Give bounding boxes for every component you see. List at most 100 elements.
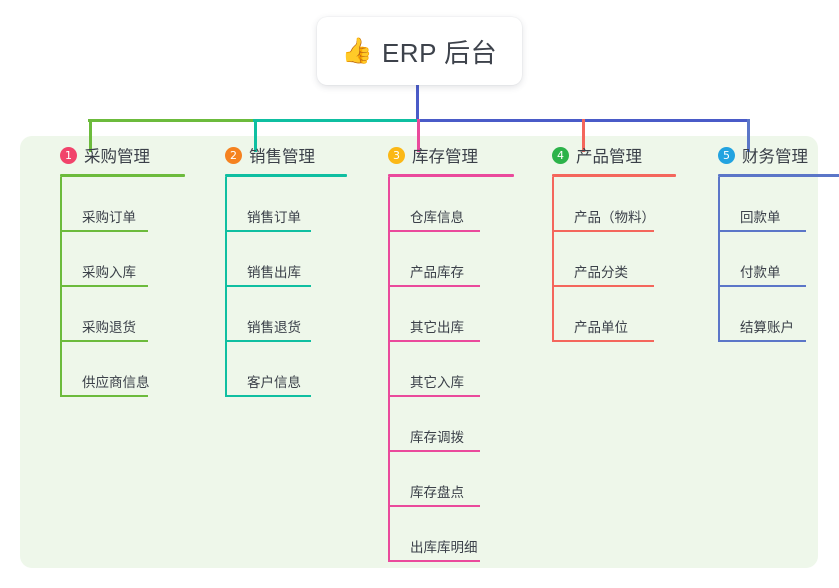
list-item[interactable]: 采购入库 bbox=[60, 232, 185, 287]
column-item-list: 回款单付款单结算账户 bbox=[718, 177, 839, 342]
item-connector-stem bbox=[388, 232, 390, 287]
column-title: 产品管理 bbox=[576, 148, 642, 166]
list-item-label: 销售退货 bbox=[247, 320, 301, 335]
column-item-list: 仓库信息产品库存其它出库其它入库库存调拨库存盘点出库库明细 bbox=[388, 177, 514, 562]
item-connector-stem bbox=[718, 177, 720, 232]
thumbs-up-icon: 👍 bbox=[341, 36, 373, 65]
column-underline bbox=[225, 174, 347, 177]
item-underline bbox=[60, 395, 148, 397]
column-title: 财务管理 bbox=[742, 148, 808, 166]
column-header-5[interactable]: 5 财务管理 bbox=[698, 136, 839, 174]
item-underline bbox=[388, 285, 480, 287]
item-connector-stem bbox=[60, 342, 62, 397]
list-item[interactable]: 库存盘点 bbox=[388, 452, 514, 507]
item-connector-stem bbox=[225, 287, 227, 342]
root-node-erp-backend[interactable]: 👍 ERP 后台 bbox=[317, 17, 522, 85]
list-item-label: 产品单位 bbox=[574, 320, 628, 335]
item-connector-stem bbox=[60, 287, 62, 342]
list-item[interactable]: 仓库信息 bbox=[388, 177, 514, 232]
column-underline bbox=[718, 174, 839, 177]
list-item-label: 产品库存 bbox=[410, 265, 464, 280]
item-connector-stem bbox=[60, 177, 62, 232]
connector-drop-3 bbox=[417, 119, 420, 152]
list-item[interactable]: 采购订单 bbox=[60, 177, 185, 232]
column-title: 库存管理 bbox=[412, 148, 478, 166]
connector-bar-segment-2 bbox=[253, 119, 420, 122]
list-item[interactable]: 其它入库 bbox=[388, 342, 514, 397]
connector-bar-segment-1 bbox=[88, 119, 255, 122]
column-item-list: 采购订单采购入库采购退货供应商信息 bbox=[60, 177, 185, 397]
list-item[interactable]: 库存调拨 bbox=[388, 397, 514, 452]
item-connector-stem bbox=[60, 232, 62, 287]
list-item-label: 出库库明细 bbox=[410, 540, 478, 555]
column-underline bbox=[60, 174, 185, 177]
list-item[interactable]: 结算账户 bbox=[718, 287, 839, 342]
list-item-label: 付款单 bbox=[740, 265, 781, 280]
list-item[interactable]: 回款单 bbox=[718, 177, 839, 232]
item-underline bbox=[60, 340, 148, 342]
column-财务管理: 5 财务管理回款单付款单结算账户 bbox=[698, 136, 839, 342]
item-underline bbox=[388, 340, 480, 342]
list-item[interactable]: 产品库存 bbox=[388, 232, 514, 287]
column-underline bbox=[552, 174, 676, 177]
column-库存管理: 3 库存管理仓库信息产品库存其它出库其它入库库存调拨库存盘点出库库明细 bbox=[368, 136, 514, 562]
column-title: 销售管理 bbox=[249, 148, 315, 166]
list-item-label: 产品分类 bbox=[574, 265, 628, 280]
list-item-label: 库存盘点 bbox=[410, 485, 464, 500]
item-underline bbox=[388, 560, 480, 562]
item-underline bbox=[718, 340, 806, 342]
list-item-label: 产品（物料） bbox=[574, 210, 655, 225]
item-connector-stem bbox=[388, 287, 390, 342]
column-header-4[interactable]: 4 产品管理 bbox=[532, 136, 676, 174]
list-item-label: 回款单 bbox=[740, 210, 781, 225]
column-number-badge: 4 bbox=[552, 146, 569, 164]
item-connector-stem bbox=[388, 452, 390, 507]
column-number-badge: 5 bbox=[718, 146, 735, 164]
item-underline bbox=[225, 285, 311, 287]
list-item-label: 客户信息 bbox=[247, 375, 301, 390]
list-item[interactable]: 销售出库 bbox=[225, 232, 347, 287]
connector-drop-5 bbox=[747, 119, 750, 152]
list-item-label: 采购订单 bbox=[82, 210, 136, 225]
list-item[interactable]: 销售订单 bbox=[225, 177, 347, 232]
item-underline bbox=[388, 395, 480, 397]
item-underline bbox=[60, 285, 148, 287]
item-underline bbox=[225, 395, 311, 397]
item-underline bbox=[718, 285, 806, 287]
list-item[interactable]: 采购退货 bbox=[60, 287, 185, 342]
item-connector-stem bbox=[388, 342, 390, 397]
list-item[interactable]: 出库库明细 bbox=[388, 507, 514, 562]
item-connector-stem bbox=[552, 287, 554, 342]
item-connector-stem bbox=[225, 342, 227, 397]
list-item[interactable]: 客户信息 bbox=[225, 342, 347, 397]
item-connector-stem bbox=[718, 232, 720, 287]
list-item[interactable]: 产品分类 bbox=[552, 232, 676, 287]
connector-drop-1 bbox=[89, 119, 92, 152]
column-number-badge: 3 bbox=[388, 146, 405, 164]
column-header-3[interactable]: 3 库存管理 bbox=[368, 136, 514, 174]
list-item[interactable]: 付款单 bbox=[718, 232, 839, 287]
item-underline bbox=[388, 230, 480, 232]
item-underline bbox=[552, 285, 654, 287]
list-item[interactable]: 供应商信息 bbox=[60, 342, 185, 397]
root-node-title: ERP 后台 bbox=[381, 37, 498, 68]
list-item[interactable]: 产品单位 bbox=[552, 287, 676, 342]
list-item[interactable]: 销售退货 bbox=[225, 287, 347, 342]
item-underline bbox=[60, 230, 148, 232]
item-underline bbox=[718, 230, 806, 232]
list-item[interactable]: 产品（物料） bbox=[552, 177, 676, 232]
column-item-list: 产品（物料） 产品分类产品单位 bbox=[552, 177, 676, 342]
list-item[interactable]: 其它出库 bbox=[388, 287, 514, 342]
item-underline bbox=[225, 230, 311, 232]
item-connector-stem bbox=[552, 232, 554, 287]
connector-drop-2 bbox=[254, 119, 257, 152]
list-item-label: 库存调拨 bbox=[410, 430, 464, 445]
column-number-badge: 1 bbox=[60, 146, 77, 164]
item-connector-stem bbox=[225, 177, 227, 232]
column-产品管理: 4 产品管理产品（物料） 产品分类产品单位 bbox=[532, 136, 676, 342]
